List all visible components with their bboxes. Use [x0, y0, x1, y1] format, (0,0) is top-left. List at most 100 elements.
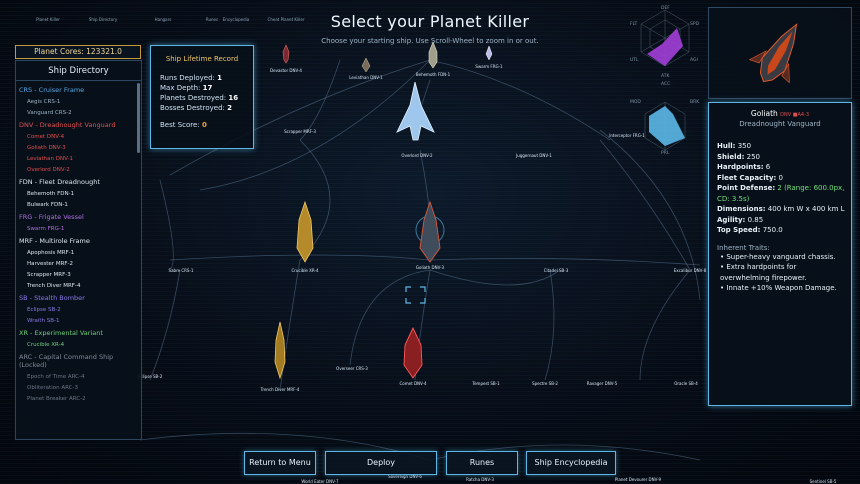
directory-item[interactable]: Eclipse SB-2	[27, 307, 61, 313]
stat-hull: Hull: 350	[717, 142, 752, 150]
stat-agility: Agility: 0.85	[717, 215, 764, 224]
map-node-label[interactable]: Tempest SB-1	[472, 381, 500, 386]
radar-label: FLT	[630, 22, 638, 27]
map-node-label[interactable]: Overlord DNV-2	[401, 153, 433, 158]
ship-directory-title: Ship Directory	[16, 61, 141, 81]
map-node-label[interactable]: Overseer CRS-3	[336, 366, 368, 371]
ship-name-line: Goliath DNV ■A4-3	[709, 109, 851, 118]
directory-category-dnv[interactable]: DNV - Dreadnought Vanguard	[19, 121, 116, 129]
stat-shield: Shield: 250	[717, 152, 760, 161]
directory-item[interactable]: Swarm FRG-1	[27, 226, 65, 232]
tree-connections	[139, 59, 701, 461]
directory-item[interactable]: Behemoth FDN-1	[27, 191, 75, 197]
directory-category-fdn[interactable]: FDN - Fleet Dreadnought	[19, 178, 100, 186]
ship-behemoth[interactable]	[428, 41, 438, 69]
directory-category-mrf[interactable]: MRF - Multirole Frame	[19, 237, 90, 245]
directory-item[interactable]: Leviathan DNV-1	[27, 156, 74, 162]
runes-button[interactable]: Runes	[446, 451, 518, 475]
record-title: Ship Lifetime Record	[165, 55, 239, 63]
radar-label: DEF	[661, 6, 670, 11]
directory-item-selected[interactable]: Goliath DNV-3	[27, 145, 66, 151]
map-node-label[interactable]: Devastor DNV-4	[270, 68, 302, 73]
directory-category-arc-locked[interactable]: ARC - Capital Command Ship (Locked)	[19, 353, 114, 369]
ship-trench-diver[interactable]	[274, 321, 286, 380]
directory-item[interactable]: Vanguard CRS-2	[27, 110, 72, 116]
traits-title: Inherent Traits:	[717, 243, 770, 252]
directory-item[interactable]: Aegis CRS-1	[27, 99, 61, 105]
map-node-label[interactable]: Sabre CRS-1	[168, 268, 194, 273]
directory-item[interactable]: Overlord DNV-2	[27, 167, 70, 173]
top-nav-item[interactable]: Ship Directory	[88, 17, 118, 22]
ship-leviathan[interactable]	[361, 57, 371, 73]
radar-label: AGI	[690, 58, 698, 63]
map-node-label[interactable]: Ravager DNV-5	[586, 381, 618, 386]
directory-item[interactable]: Scrapper MRF-3	[27, 272, 71, 278]
directory-item-locked[interactable]: Epoch of Time ARC-4	[27, 374, 85, 380]
map-node-label[interactable]: Excalibur DNV-8	[673, 268, 707, 273]
directory-item[interactable]: Bulwark FDN-1	[27, 202, 68, 208]
map-node-label[interactable]: Oracle SB-4	[674, 381, 698, 386]
ship-stats: Hull: 350 Shield: 250 Hardpoints: 6 Flee…	[709, 141, 851, 236]
ship-detail-panel: Goliath DNV ■A4-3 Dreadnought Vanguard H…	[708, 102, 852, 406]
ship-goliath-selected[interactable]	[415, 200, 445, 263]
defense-radar-shape	[649, 106, 685, 146]
map-node-label[interactable]: Behemoth FDN-1	[415, 72, 451, 77]
directory-category-crs[interactable]: CRS - Cruiser Frame	[19, 86, 85, 94]
map-node-label[interactable]: World Eater DNV-7	[301, 479, 339, 484]
stat-hardpoints: Hardpoints: 6	[717, 163, 771, 171]
ship-overlord[interactable]	[396, 81, 435, 141]
map-node-label[interactable]: Comet DNV-4	[399, 381, 427, 386]
map-node-label[interactable]: Leviathan DNV-1	[349, 75, 383, 80]
radar-label: BRK	[690, 100, 700, 105]
radar-label: PRL	[661, 151, 670, 156]
trait-item: • Super-heavy vanguard chassis.	[720, 252, 836, 261]
directory-scrollbar[interactable]	[137, 83, 140, 153]
top-nav-item[interactable]: Planet Killer	[36, 17, 60, 22]
directory-item-locked[interactable]: Obliteration ARC-3	[27, 385, 78, 391]
radar-label: ACC	[661, 82, 671, 87]
top-nav-item[interactable]: Runes	[205, 17, 219, 22]
map-node-label[interactable]: Crucible XR-4	[291, 268, 319, 273]
trait-item: • Innate +10% Weapon Damage.	[720, 284, 837, 292]
return-to-menu-button[interactable]: Return to Menu	[244, 451, 316, 475]
directory-item[interactable]: Harvester MRF-2	[27, 261, 74, 267]
map-node-label[interactable]: Trench Diver MRF-4	[260, 387, 300, 392]
directory-category-xr[interactable]: XR - Experimental Variant	[19, 329, 103, 337]
deploy-button[interactable]: Deploy	[325, 451, 437, 475]
map-node-label[interactable]: Interceptor FRG-1	[609, 133, 645, 138]
map-node-label[interactable]: Scrapper MRF-3	[284, 129, 316, 134]
directory-category-sb[interactable]: SB - Stealth Bomber	[19, 294, 85, 302]
top-nav-item[interactable]: Encyclopedia	[222, 17, 250, 22]
radar-label: UTL	[630, 58, 639, 63]
ship-directory-list[interactable]: CRS - Cruiser Frame Aegis CRS-1 Vanguard…	[16, 86, 141, 402]
directory-item-locked[interactable]: Planet Breaker ARC-2	[27, 396, 86, 402]
ship-directory-panel[interactable]: Ship Directory CRS - Cruiser Frame Aegis…	[15, 60, 142, 440]
map-node-label[interactable]: Juggernaut DNV-1	[516, 153, 552, 158]
top-nav-item[interactable]: Hangars	[154, 17, 172, 22]
record-row-runs: Runs Deployed: 1	[160, 74, 223, 82]
ship-crucible[interactable]	[296, 200, 314, 263]
ship-comet[interactable]	[403, 326, 423, 379]
radar-label: MOD	[630, 100, 641, 105]
directory-item[interactable]: Trench Diver MRF-4	[27, 283, 81, 289]
map-node-label[interactable]: Sentinel SB-5	[809, 479, 837, 484]
map-node-label[interactable]: Goliath DNV-3	[415, 265, 445, 270]
top-nav-item[interactable]: Cheat Planet Killer	[267, 17, 305, 22]
directory-item[interactable]: Apophosis MRF-1	[27, 250, 75, 256]
directory-item[interactable]: Crucible XR-4	[27, 342, 65, 348]
page-title: Select your Planet Killer	[330, 12, 530, 31]
map-node-label[interactable]: Swarm FRG-1	[475, 64, 503, 69]
ship-swarm[interactable]	[485, 45, 493, 61]
map-node-label[interactable]: Ratcha DNV-3	[466, 477, 494, 482]
directory-item[interactable]: Wraith SB-1	[27, 318, 60, 324]
map-node-label[interactable]: Planet Devourer DNV-9	[614, 477, 662, 482]
map-node-label[interactable]: Spectre SB-2	[532, 381, 558, 386]
directory-item[interactable]: Comet DNV-4	[27, 134, 65, 140]
ship-devastor[interactable]	[282, 44, 290, 64]
map-node-label[interactable]: Eclipse SB-2	[137, 374, 163, 379]
ship-encyclopedia-button[interactable]: Ship Encyclopedia	[526, 451, 616, 475]
directory-category-frg[interactable]: FRG - Frigate Vessel	[19, 213, 84, 221]
map-node-label[interactable]: Citadel SB-3	[543, 268, 569, 273]
map-node-label[interactable]: Sovereign DNV-6	[388, 474, 422, 479]
